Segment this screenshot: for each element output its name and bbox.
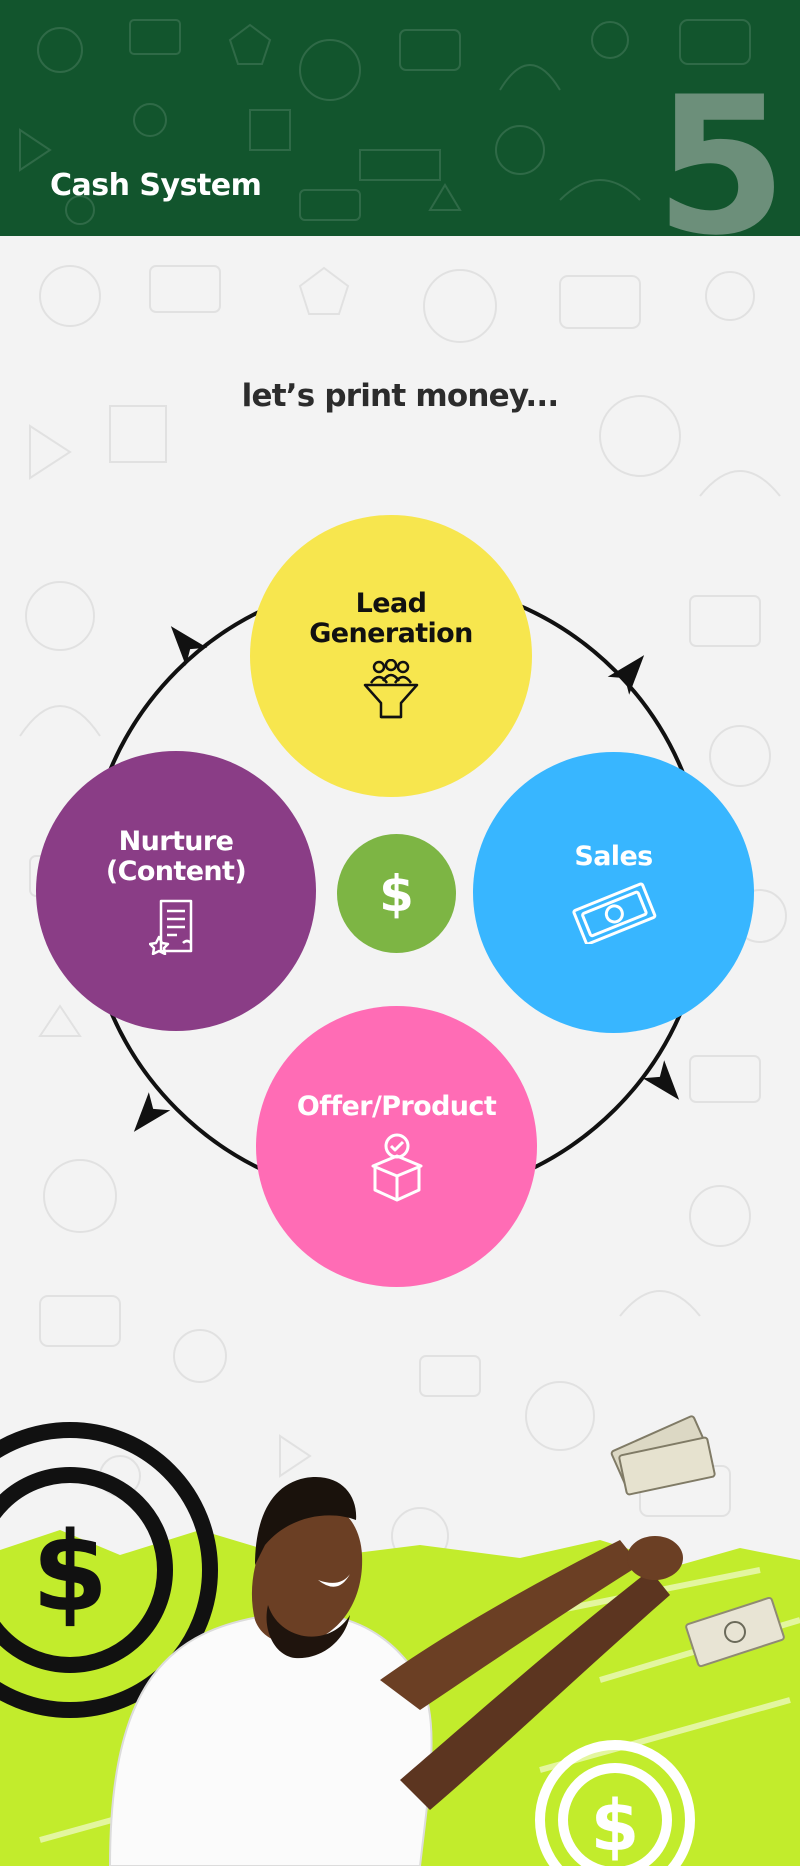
stage-sales-label: Sales — [574, 840, 653, 872]
doodle-background-pattern — [19, 265, 787, 1577]
bottom-photo-scene: $ $ — [0, 1415, 800, 1866]
stage-offer-label: Offer/Product — [296, 1090, 497, 1122]
tagline: let’s print money... — [241, 378, 559, 414]
certificate-document-icon — [149, 899, 193, 955]
header-title: Cash System — [50, 168, 262, 203]
cycle-arrow-bottom-right — [642, 1060, 680, 1100]
smiling-man-photo — [108, 1477, 683, 1866]
cash-in-hand-icon — [610, 1415, 716, 1496]
center-dollar-circle: $ — [337, 834, 456, 953]
header-doodle-pattern — [19, 19, 751, 225]
cycle-arrow-top-right — [607, 655, 645, 695]
stage-nurture-content: Nurture (Content) — [36, 751, 316, 1031]
stage-offer-product: Offer/Product — [256, 1006, 537, 1287]
cycle-arrow-bottom-left — [133, 1092, 171, 1132]
coin-left-dollar-icon: $ — [32, 1508, 109, 1636]
funnel-people-icon — [363, 659, 419, 719]
stage-sales: Sales — [473, 752, 754, 1033]
coin-right-dollar-icon: $ — [591, 1785, 640, 1866]
header-banner: Cash System 5 — [0, 0, 800, 236]
stage-lead-generation-label: Lead Generation — [309, 588, 473, 649]
flying-banknote-icon — [685, 1596, 785, 1668]
stage-lead-generation: Lead Generation — [250, 515, 532, 797]
cycle-arrow-top-left — [170, 626, 208, 666]
coin-left-icon — [0, 1422, 218, 1718]
dollar-icon: $ — [379, 864, 414, 923]
coin-right-icon — [535, 1740, 695, 1866]
gift-box-check-icon — [371, 1133, 422, 1201]
stage-nurture-label: Nurture (Content) — [105, 826, 247, 887]
header-step-number: 5 — [655, 56, 787, 237]
banknote-icon — [571, 881, 656, 944]
